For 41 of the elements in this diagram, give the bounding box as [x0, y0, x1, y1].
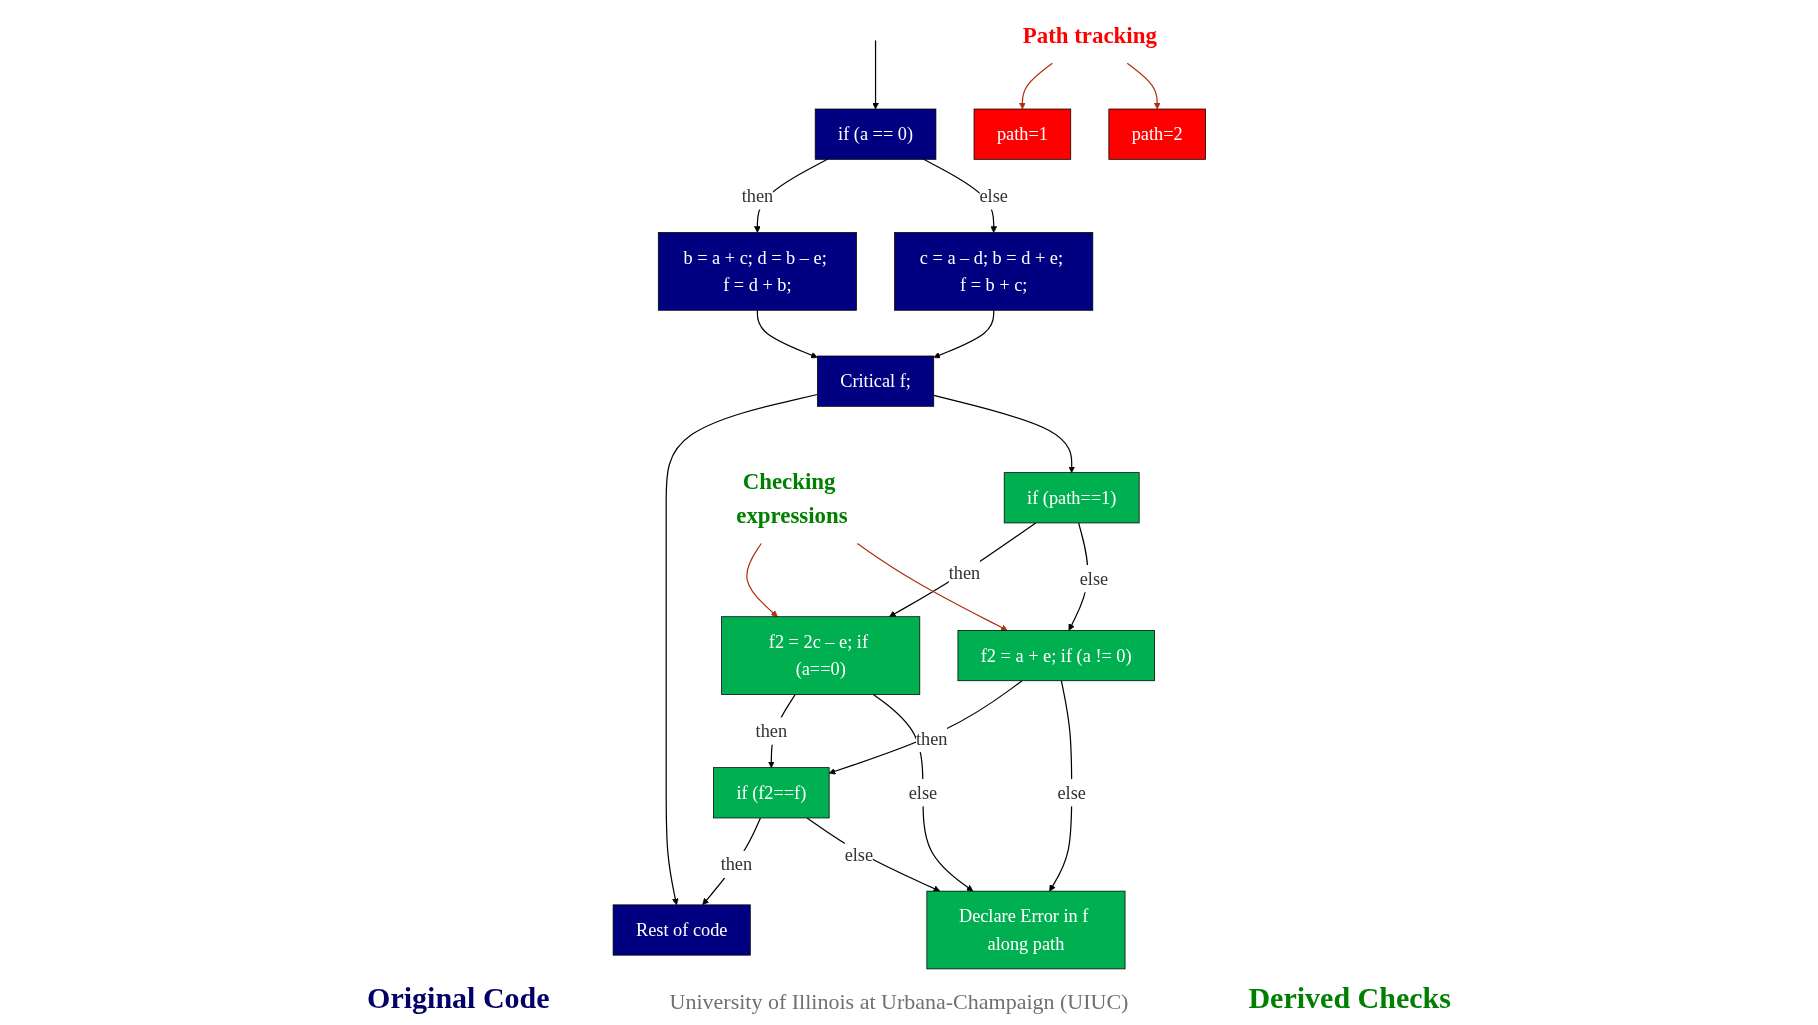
arrow — [932, 394, 1075, 473]
node-box: c = a – d; b = d + e; f = b + c; — [893, 232, 1093, 311]
node-box: Critical f; — [816, 355, 934, 407]
edge-label: then — [915, 728, 948, 749]
arrow — [872, 693, 973, 892]
edge-label: else — [908, 782, 937, 803]
edge-label: else — [979, 186, 1008, 206]
node-box: if (a == 0) — [814, 108, 936, 160]
node-box: b = a + c; d = b – e; f = d + b; — [657, 232, 857, 311]
node-box: f2 = a + e; if (a != 0) — [957, 630, 1155, 682]
node-box: Declare Error in f along path — [926, 890, 1126, 970]
arrow — [871, 39, 879, 110]
arrow — [665, 393, 818, 906]
node-box: f2 = 2c – e; if (a==0) — [720, 616, 920, 695]
arrow — [828, 680, 1023, 775]
arrow — [806, 817, 940, 892]
node-box: if (path==1) — [1003, 472, 1140, 524]
edge-label: else — [844, 844, 873, 865]
arrow — [1126, 62, 1161, 110]
edge-label: else — [1079, 568, 1108, 589]
edge-label: then — [948, 562, 980, 583]
arrow — [1018, 62, 1053, 110]
node-box: Rest of code — [612, 904, 751, 956]
edge-label: else — [1057, 782, 1086, 803]
arrow — [856, 542, 1008, 631]
edge-label: then — [755, 721, 787, 741]
arrow — [702, 817, 761, 906]
arrow — [933, 309, 994, 359]
edge-label: then — [741, 186, 773, 206]
caption-text: Original Code — [367, 981, 550, 1015]
node-text: Checking expressions — [735, 468, 848, 528]
arrow — [745, 542, 778, 617]
node-text: Path tracking — [1022, 22, 1157, 48]
footer-text: University of Illinois at Urbana-Champaign (UIUC) — [669, 989, 1129, 1015]
arrow — [888, 522, 1036, 617]
node-box: if (f2==f) — [712, 767, 830, 819]
arrow — [756, 309, 818, 359]
edge-label: then — [720, 854, 752, 875]
caption-text: Derived Checks — [1248, 981, 1451, 1015]
node-box: path=2 — [1108, 108, 1206, 160]
node-box: path=1 — [973, 108, 1071, 160]
